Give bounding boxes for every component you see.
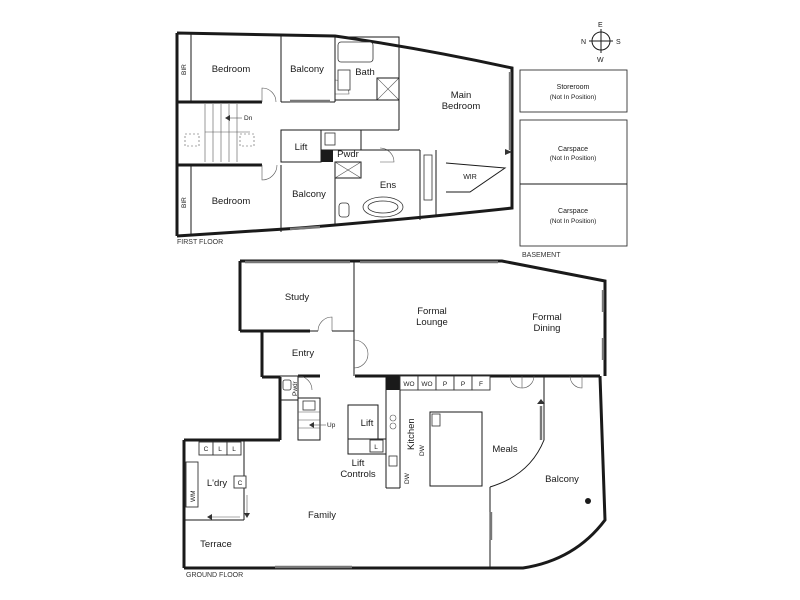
entry-label: Entry <box>292 348 314 359</box>
first-floor-lift-label: Lift <box>295 142 308 153</box>
carspace-2-label: Carspace <box>558 208 588 215</box>
dw-2-label: DW <box>404 472 411 484</box>
first-floor-bath-label: Bath <box>355 67 375 78</box>
basement-plan: Storeroom (Not In Position) Carspace (No… <box>519 69 628 259</box>
basement-caption: BASEMENT <box>522 252 561 259</box>
p-2-label: P <box>461 381 465 388</box>
dw-1-label: DW <box>419 444 426 456</box>
ground-floor-plan: Up <box>182 259 607 579</box>
formal-dining-label-1: Formal <box>532 312 562 323</box>
formal-dining-label-2: Dining <box>534 323 561 334</box>
storeroom-label: Storeroom <box>557 84 590 91</box>
carspace-1-note: (Not In Position) <box>550 155 597 162</box>
wm-label: WM <box>190 490 197 502</box>
ground-floor-stair <box>297 397 326 441</box>
wo-1-label: WO <box>403 381 414 388</box>
wo-2-label: WO <box>421 381 432 388</box>
terrace-label: Terrace <box>200 539 232 550</box>
lift-controls-label-1: Lift <box>352 458 365 469</box>
ground-pwdr-label: Pwdr <box>292 380 299 396</box>
first-floor-plan: Dn <box>175 31 514 246</box>
carspace-2-note: (Not In Position) <box>550 218 597 225</box>
first-floor-main-bedroom-label-2: Bedroom <box>442 101 481 112</box>
f-label: F <box>479 381 483 388</box>
first-floor-balcony-2-label: Balcony <box>292 189 326 200</box>
laundry-l-label: L <box>218 446 222 453</box>
study-label: Study <box>285 292 310 303</box>
lift-controls-label-2: Controls <box>340 469 376 480</box>
ground-floor-caption: GROUND FLOOR <box>186 572 243 579</box>
ground-balcony-label: Balcony <box>545 474 579 485</box>
stair-down-label: Dn <box>244 115 253 122</box>
first-floor-bir-2-label: BIR <box>181 197 188 208</box>
laundry-c2-label: C <box>238 480 243 487</box>
compass-rose: E N S W <box>581 22 621 64</box>
carspace-1-label: Carspace <box>558 146 588 153</box>
first-floor-wir-label: WIR <box>463 174 477 181</box>
first-floor-bir-1-label: BIR <box>181 64 188 75</box>
first-floor-bedroom-2-label: Bedroom <box>212 196 251 207</box>
formal-lounge-label-1: Formal <box>417 306 447 317</box>
formal-lounge-label-2: Lounge <box>416 317 448 328</box>
laundry-c-label: C <box>204 446 209 453</box>
kitchen-label: Kitchen <box>406 418 417 450</box>
p-1-label: P <box>443 381 447 388</box>
compass-south-label: S <box>616 39 621 46</box>
meals-label: Meals <box>492 444 518 455</box>
stair-up-label: Up <box>327 422 336 429</box>
first-floor-ens-label: Ens <box>380 180 397 191</box>
compass-west-label: W <box>597 57 604 64</box>
first-floor-stair <box>184 104 255 162</box>
ground-lift-label: Lift <box>361 418 374 429</box>
compass-north-label: N <box>581 39 586 46</box>
first-floor-main-bedroom-label-1: Main <box>451 90 472 101</box>
first-floor-pwdr-label: Pwdr <box>337 149 359 160</box>
first-floor-caption: FIRST FLOOR <box>177 239 223 246</box>
first-floor-balcony-1-label: Balcony <box>290 64 324 75</box>
first-floor-bedroom-1-label: Bedroom <box>212 64 251 75</box>
laundry-label: L'dry <box>207 478 228 489</box>
lift-controls-box-label: L <box>374 444 378 451</box>
storeroom-note: (Not In Position) <box>550 94 597 101</box>
laundry-l2-label: L <box>232 446 236 453</box>
compass-east-label: E <box>598 22 603 29</box>
family-label: Family <box>308 510 336 521</box>
